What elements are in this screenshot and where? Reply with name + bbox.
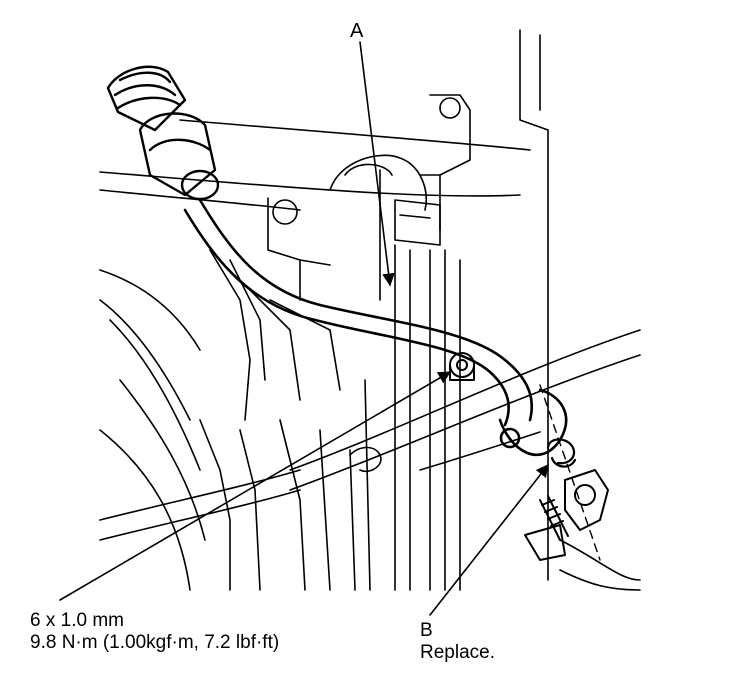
leader-line-bolt	[59, 371, 452, 601]
callout-a-label: A	[350, 20, 364, 42]
pipe-a	[183, 198, 568, 457]
callout-b-label: B	[420, 620, 433, 641]
hose-end	[106, 65, 220, 201]
bolt-torque-text: 9.8 N·m (1.00kgf·m, 7.2 lbf·ft)	[30, 632, 280, 653]
leader-line-a	[359, 41, 395, 287]
bolt-size-text: 6 x 1.0 mm	[30, 610, 124, 631]
stud-and-bracket	[524, 469, 609, 561]
callout-b-note: Replace.	[420, 642, 495, 663]
leader-line-b	[429, 463, 549, 616]
bolt	[449, 352, 475, 381]
engine-block-outline	[99, 29, 549, 591]
bolt-spec-callout: 6 x 1.0 mm 9.8 N·m (1.00kgf·m, 7.2 lbf·f…	[30, 610, 279, 654]
harness-lines	[99, 329, 641, 591]
dashed-alignment-line	[539, 384, 601, 561]
gasket-washer	[546, 438, 577, 468]
callout-b: B Replace.	[420, 620, 495, 664]
